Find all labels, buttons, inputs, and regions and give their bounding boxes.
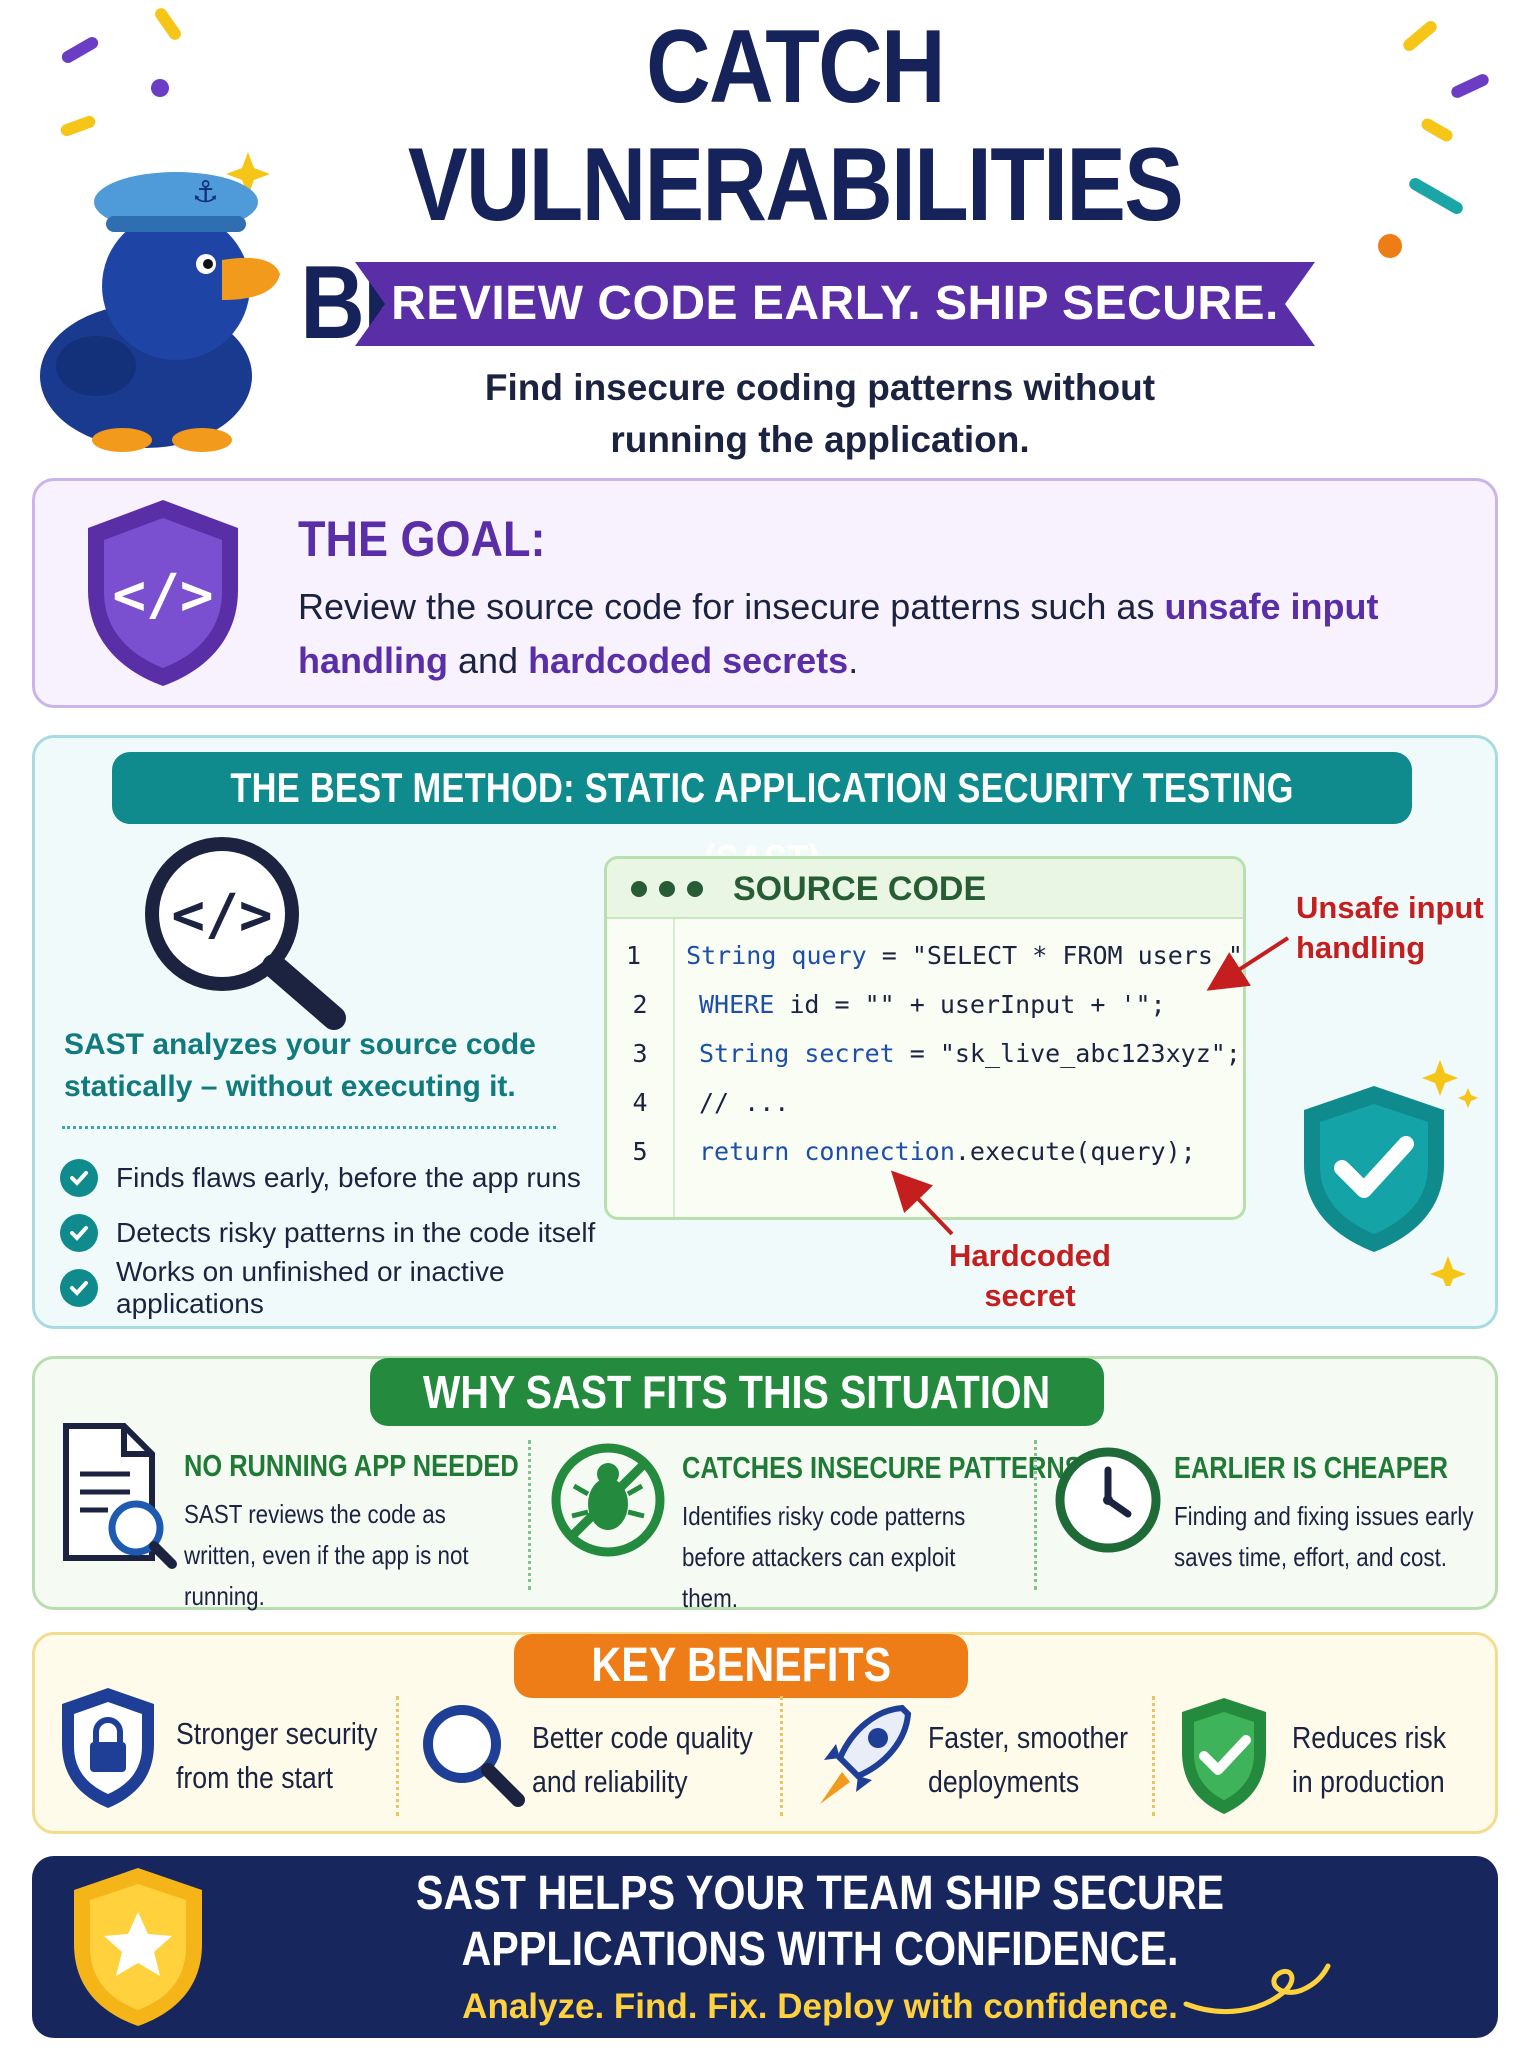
checkmark-icon	[60, 1268, 98, 1307]
code-header-label: SOURCE CODE	[733, 870, 987, 908]
checkmark-icon	[60, 1213, 98, 1252]
check-shield-icon	[1304, 1060, 1478, 1286]
no-bug-icon	[551, 1443, 665, 1557]
callout-arrows	[890, 936, 1290, 1236]
confetti-decoration	[60, 8, 1489, 258]
duck-mascot-icon: ⚓	[40, 172, 280, 452]
sast-description: SAST analyzes your source code staticall…	[64, 1028, 536, 1103]
magnifier-code-icon: </>	[145, 837, 346, 1030]
check-list: Finds flaws early, before the app runs D…	[60, 1150, 620, 1319]
goal-highlight-input: unsafe input handling	[298, 586, 1379, 681]
clock-icon	[1055, 1447, 1161, 1553]
divider	[62, 1126, 556, 1129]
list-item: Finds flaws early, before the app runs	[60, 1150, 620, 1205]
why-title-cheaper: EARLIER IS CHEAPER	[1174, 1450, 1449, 1485]
method-banner: THE BEST METHOD: STATIC APPLICATION SECU…	[112, 752, 1412, 883]
why-title-patterns: CATCHES INSECURE PATTERNS	[682, 1450, 1082, 1485]
goal-text: Review the source code for insecure patt…	[298, 586, 1379, 681]
goal-title: THE GOAL:	[298, 511, 546, 567]
magnifier-icon	[423, 1705, 525, 1807]
svg-text:</>: </>	[171, 883, 272, 948]
intro-text: Find insecure coding patterns without ru…	[484, 367, 1156, 460]
lock-shield-icon	[62, 1688, 154, 1808]
footer-title: SAST HELPS YOUR TEAM SHIP SECURE APPLICA…	[415, 1867, 1225, 1976]
why-body-cheaper: Finding and fixing issues early saves ti…	[1174, 1501, 1474, 1572]
why-body-patterns: Identifies risky code patterns before at…	[682, 1501, 966, 1613]
tagline: REVIEW CODE EARLY. SHIP SECURE.	[391, 277, 1279, 330]
callout-hardcoded-secret: Hardcoded secret	[949, 1238, 1111, 1313]
rocket-icon	[820, 1704, 912, 1804]
tagline-ribbon	[355, 262, 1315, 346]
goal-panel	[32, 478, 1498, 708]
checkmark-icon	[60, 1158, 98, 1197]
list-item: Works on unfinished or inactive applicat…	[60, 1256, 620, 1319]
svg-text:⚓: ⚓	[192, 175, 219, 210]
goal-highlight-secrets: hardcoded secrets	[528, 640, 849, 681]
check-shield-green-icon	[1182, 1698, 1266, 1814]
star-shield-icon	[74, 1868, 202, 2026]
code-line: 4// ...	[632, 1088, 790, 1117]
footer-subtitle: Analyze. Find. Fix. Deploy with confiden…	[462, 1987, 1178, 2026]
window-dot-icon	[687, 881, 703, 897]
svg-text:</>: </>	[112, 563, 213, 628]
why-banner: WHY SAST FITS THIS SITUATION	[370, 1358, 1104, 1426]
why-body-no-running: SAST reviews the code as written, even i…	[184, 1499, 469, 1611]
code-shield-icon: </>	[88, 500, 238, 686]
callout-unsafe-input: Unsafe input handling	[1296, 890, 1484, 965]
benefits-banner: KEY BENEFITS	[514, 1634, 968, 1698]
code-window-header	[607, 859, 1243, 919]
document-search-icon	[63, 1423, 177, 1569]
window-dot-icon	[659, 881, 675, 897]
list-item: Detects risky patterns in the code itsel…	[60, 1205, 620, 1260]
swirl-decoration	[1183, 1963, 1331, 2015]
window-dot-icon	[631, 881, 647, 897]
why-title-no-running: NO RUNNING APP NEEDED	[184, 1448, 519, 1483]
